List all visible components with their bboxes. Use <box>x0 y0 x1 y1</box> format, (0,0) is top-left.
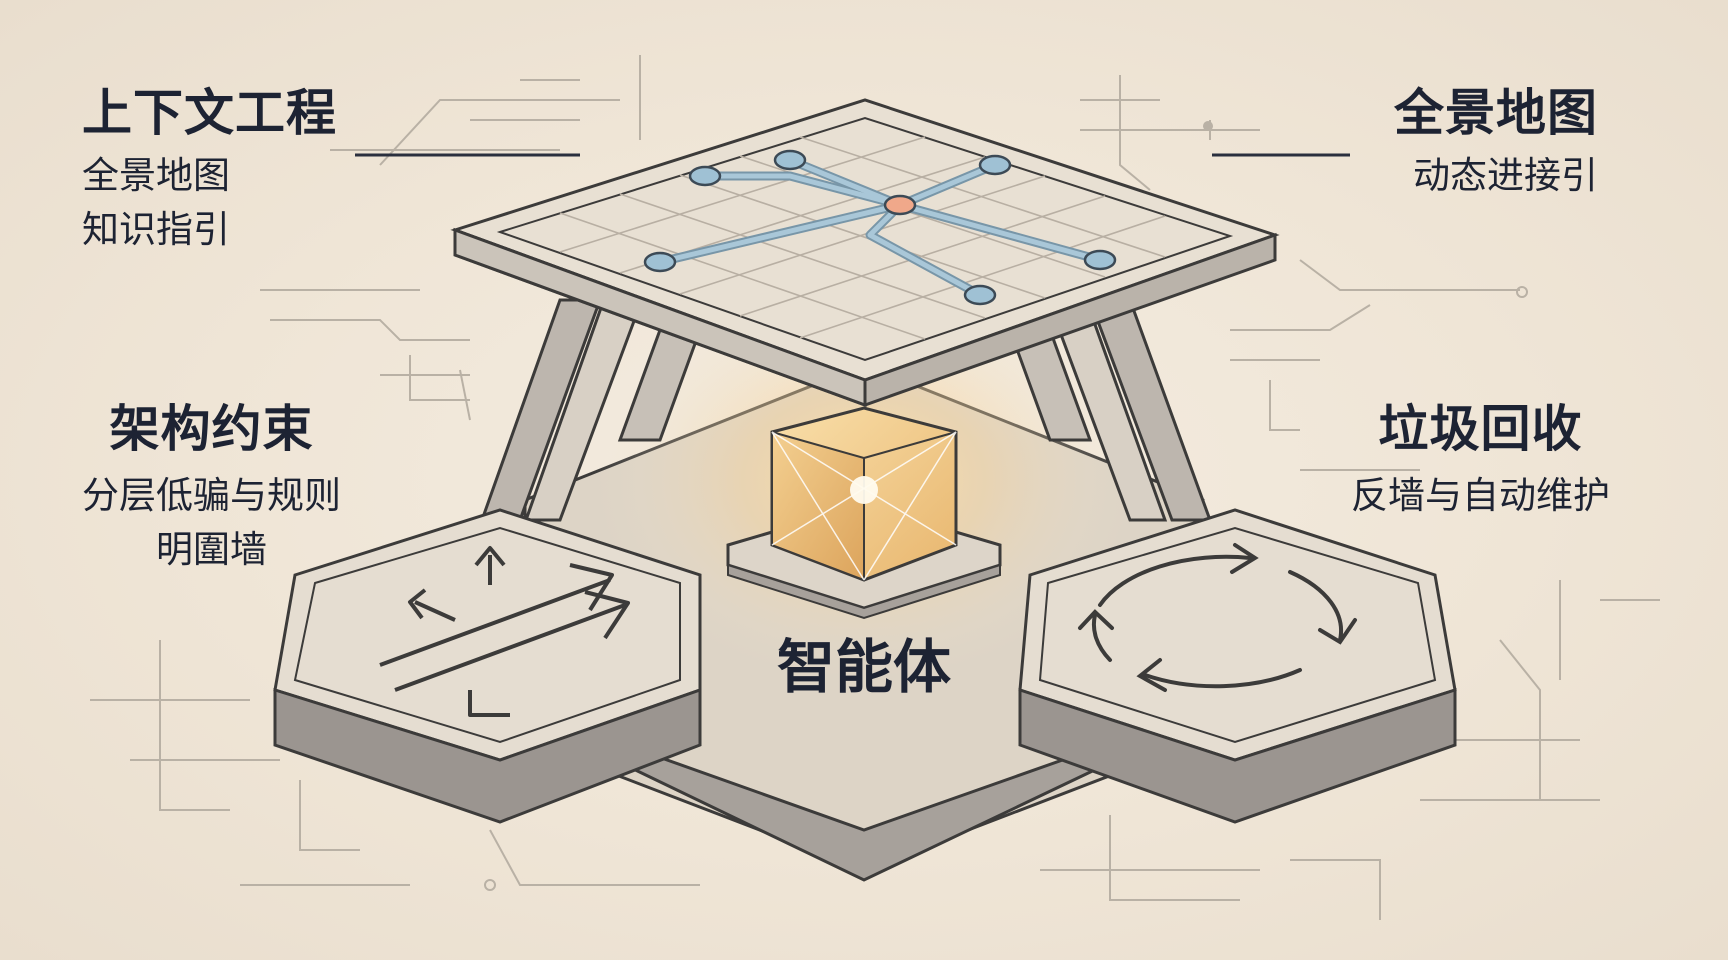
gc-line-1: 反墙与自动维护 <box>1351 474 1610 517</box>
context-engineering-block: 上下文工程 全景地图 知识指引 <box>82 86 337 256</box>
panorama-line-1: 动态进接引 <box>1413 154 1598 197</box>
recycle-cycle-icon <box>1078 543 1357 692</box>
table-legs <box>479 298 1213 522</box>
panorama-map-block: 全景地图 动态进接引 <box>1394 86 1598 203</box>
garbage-collection-block: 垃圾回收 反墙与自动维护 <box>1351 402 1610 523</box>
context-engineering-title: 上下文工程 <box>82 84 337 142</box>
constraints-line-2: 明圍墙 <box>156 527 267 571</box>
map-nodes <box>643 149 1117 306</box>
agent-label: 智能体 <box>776 633 951 701</box>
architecture-constraints-block: 架构约束 分层低骗与规则 明圍墙 <box>82 402 341 576</box>
context-line-1: 全景地图 <box>82 154 230 197</box>
arrows-icon <box>379 546 630 717</box>
context-line-2: 知识指引 <box>82 207 230 251</box>
circuit-nodes <box>484 121 1528 891</box>
constraints-line-1: 分层低骗与规则 <box>82 474 341 517</box>
agent-cube <box>726 406 1002 620</box>
panorama-map-title: 全景地图 <box>1394 84 1598 142</box>
map-table <box>450 98 1280 408</box>
gc-hexagon <box>1018 508 1457 824</box>
constraints-hexagon <box>273 508 702 824</box>
architecture-constraints-title: 架构约束 <box>109 400 314 458</box>
garbage-collection-title: 垃圾回收 <box>1378 400 1583 458</box>
